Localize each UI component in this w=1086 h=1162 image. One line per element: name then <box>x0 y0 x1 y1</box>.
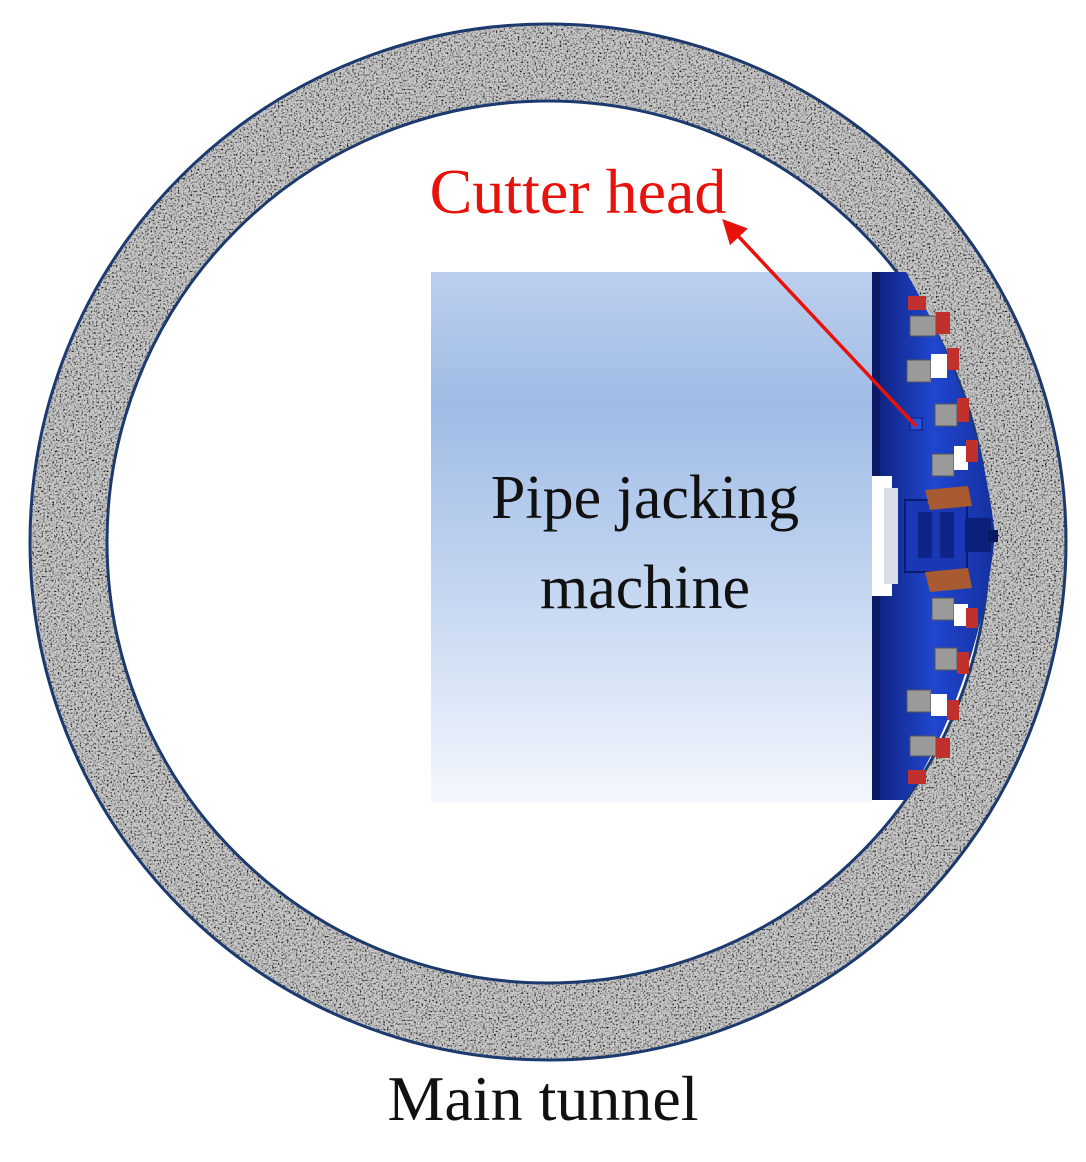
main-tunnel-label: Main tunnel <box>387 1063 698 1134</box>
cutter-head-arrow-icon <box>722 219 918 428</box>
machine-label-line1: Pipe jacking <box>491 464 799 532</box>
pipe-jacking-machine-body <box>431 272 872 802</box>
machine-label-line2: machine <box>540 554 750 622</box>
cutter-tool-icon <box>906 597 978 784</box>
cutter-head-label: Cutter head <box>430 156 727 227</box>
cutter-head-icon <box>872 272 998 800</box>
cutter-tool-icon <box>906 296 978 477</box>
